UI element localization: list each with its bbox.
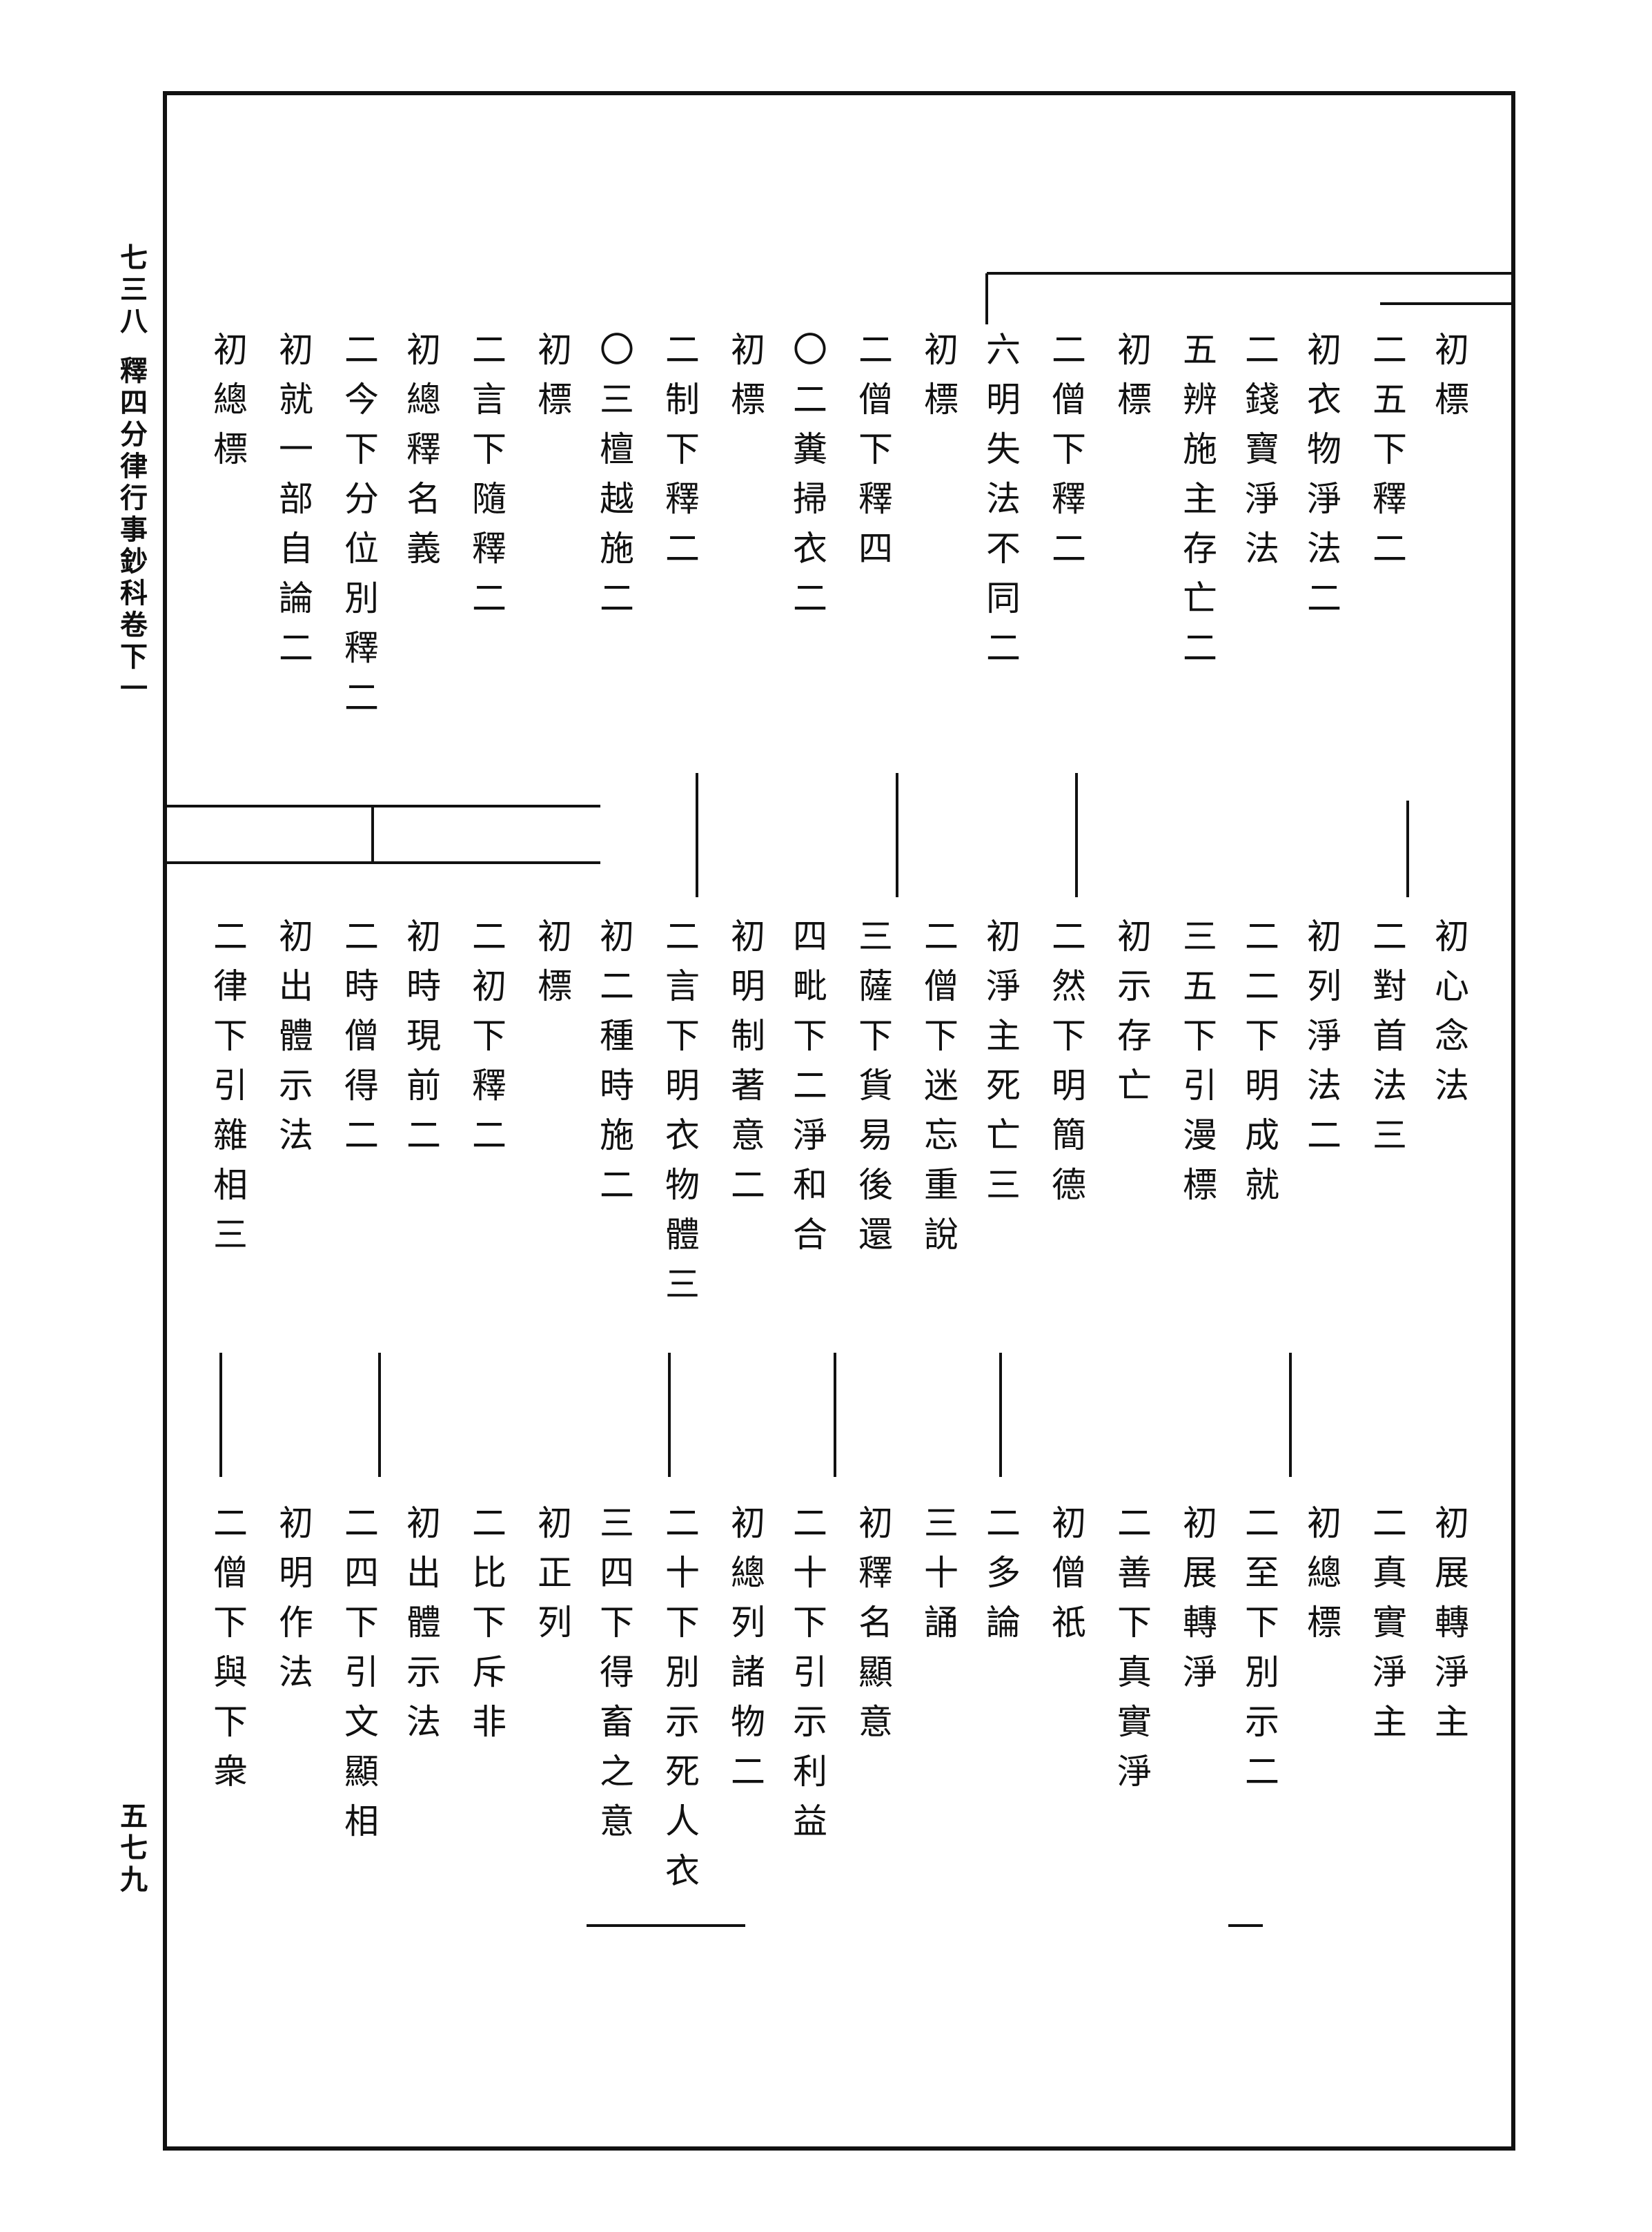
- outline-entry: 初時現前二: [401, 918, 441, 1166]
- outline-entry: 初衣物淨法二: [1301, 331, 1341, 629]
- outline-entry: 二錢寶淨法: [1239, 331, 1279, 580]
- outline-entry: 二然下明簡德: [1046, 918, 1086, 1216]
- outline-entry: 二僧下釋二: [1046, 331, 1086, 580]
- outline-entry: 五辨施主存亡二: [1177, 331, 1217, 679]
- outline-entry: 初標: [725, 331, 765, 431]
- outline-entry: 二四下引文顯相: [339, 1505, 379, 1852]
- outline-entry: 二至下別示二: [1239, 1505, 1279, 1803]
- outline-entry: 初心念法: [1429, 918, 1469, 1117]
- outline-entry: 初展轉淨: [1177, 1505, 1217, 1703]
- outline-entry: 二十下引示利益: [787, 1505, 827, 1852]
- outline-entry: 二善下真實淨: [1112, 1505, 1152, 1803]
- margin-book-title: 釋四分律行事鈔科卷下一: [115, 356, 148, 705]
- outline-entry: 初明作法: [273, 1505, 313, 1703]
- outline-entry: 初出體示法: [401, 1505, 441, 1753]
- outline-entry: 二制下釋二: [660, 331, 700, 580]
- outline-entry: 三十誦: [918, 1505, 958, 1654]
- outline-entry: 初淨主死亡三: [981, 918, 1021, 1216]
- page-frame: [163, 91, 1515, 2151]
- outline-entry: 二二下明成就: [1239, 918, 1279, 1216]
- outline-entry: 初釋名顯意: [853, 1505, 893, 1753]
- outline-entry: 二對首法三: [1367, 918, 1407, 1166]
- outline-entry: 二比下斥非: [466, 1505, 507, 1753]
- outline-entry: 二僧下與下衆: [208, 1505, 248, 1803]
- outline-entry: 初總標: [1301, 1505, 1341, 1654]
- outline-entry: 初總標: [208, 331, 248, 480]
- outline-entry: 四毗下二淨和合: [787, 918, 827, 1266]
- outline-entry: 二律下引雜相三: [208, 918, 248, 1266]
- outline-entry: 〇二糞掃衣二: [787, 331, 827, 629]
- outline-entry: 六明失法不同二: [981, 331, 1021, 679]
- outline-entry: 初就一部自論二: [273, 331, 313, 679]
- outline-entry: 二五下釋二: [1367, 331, 1407, 580]
- outline-entry: 初僧祇: [1046, 1505, 1086, 1654]
- outline-entry: 初標: [532, 918, 572, 1017]
- outline-entry: 初出體示法: [273, 918, 313, 1166]
- outline-entry: 二今下分位別釋二: [339, 331, 379, 729]
- outline-entry: 二僧下迷忘重說: [918, 918, 958, 1266]
- outline-entry: 三薩下貨易後還: [853, 918, 893, 1266]
- outline-entry: 二言下隨釋二: [466, 331, 507, 629]
- outline-entry: 初明制著意二: [725, 918, 765, 1216]
- outline-entry: 二時僧得二: [339, 918, 379, 1166]
- outline-entry: 初正列: [532, 1505, 572, 1654]
- outline-entry: 初二種時施二: [594, 918, 634, 1216]
- outline-entry: 二僧下釋四: [853, 331, 893, 580]
- outline-entry: 初示存亡: [1112, 918, 1152, 1117]
- outline-entry: 初標: [1429, 331, 1469, 431]
- outline-entry: 二初下釋二: [466, 918, 507, 1166]
- outline-entry: 初標: [1112, 331, 1152, 431]
- outline-entry: 二十下別示死人衣: [660, 1505, 700, 1902]
- outline-entry: 初總釋名義: [401, 331, 441, 580]
- outline-entry: 初列淨法二: [1301, 918, 1341, 1166]
- outline-entry: 〇三檀越施二: [594, 331, 634, 629]
- margin-volume-page: 七三八: [115, 243, 148, 338]
- outline-entry: 初展轉淨主: [1429, 1505, 1469, 1753]
- outline-entry: 初標: [532, 331, 572, 431]
- margin-page-number: 五七九: [115, 1801, 148, 1897]
- outline-entry: 二言下明衣物體三: [660, 918, 700, 1315]
- outline-entry: 二多論: [981, 1505, 1021, 1654]
- outline-entry: 二真實淨主: [1367, 1505, 1407, 1753]
- outline-entry: 三五下引漫標: [1177, 918, 1217, 1216]
- outline-entry: 初標: [918, 331, 958, 431]
- outline-entry: 初總列諸物二: [725, 1505, 765, 1803]
- outline-entry: 三四下得畜之意: [594, 1505, 634, 1852]
